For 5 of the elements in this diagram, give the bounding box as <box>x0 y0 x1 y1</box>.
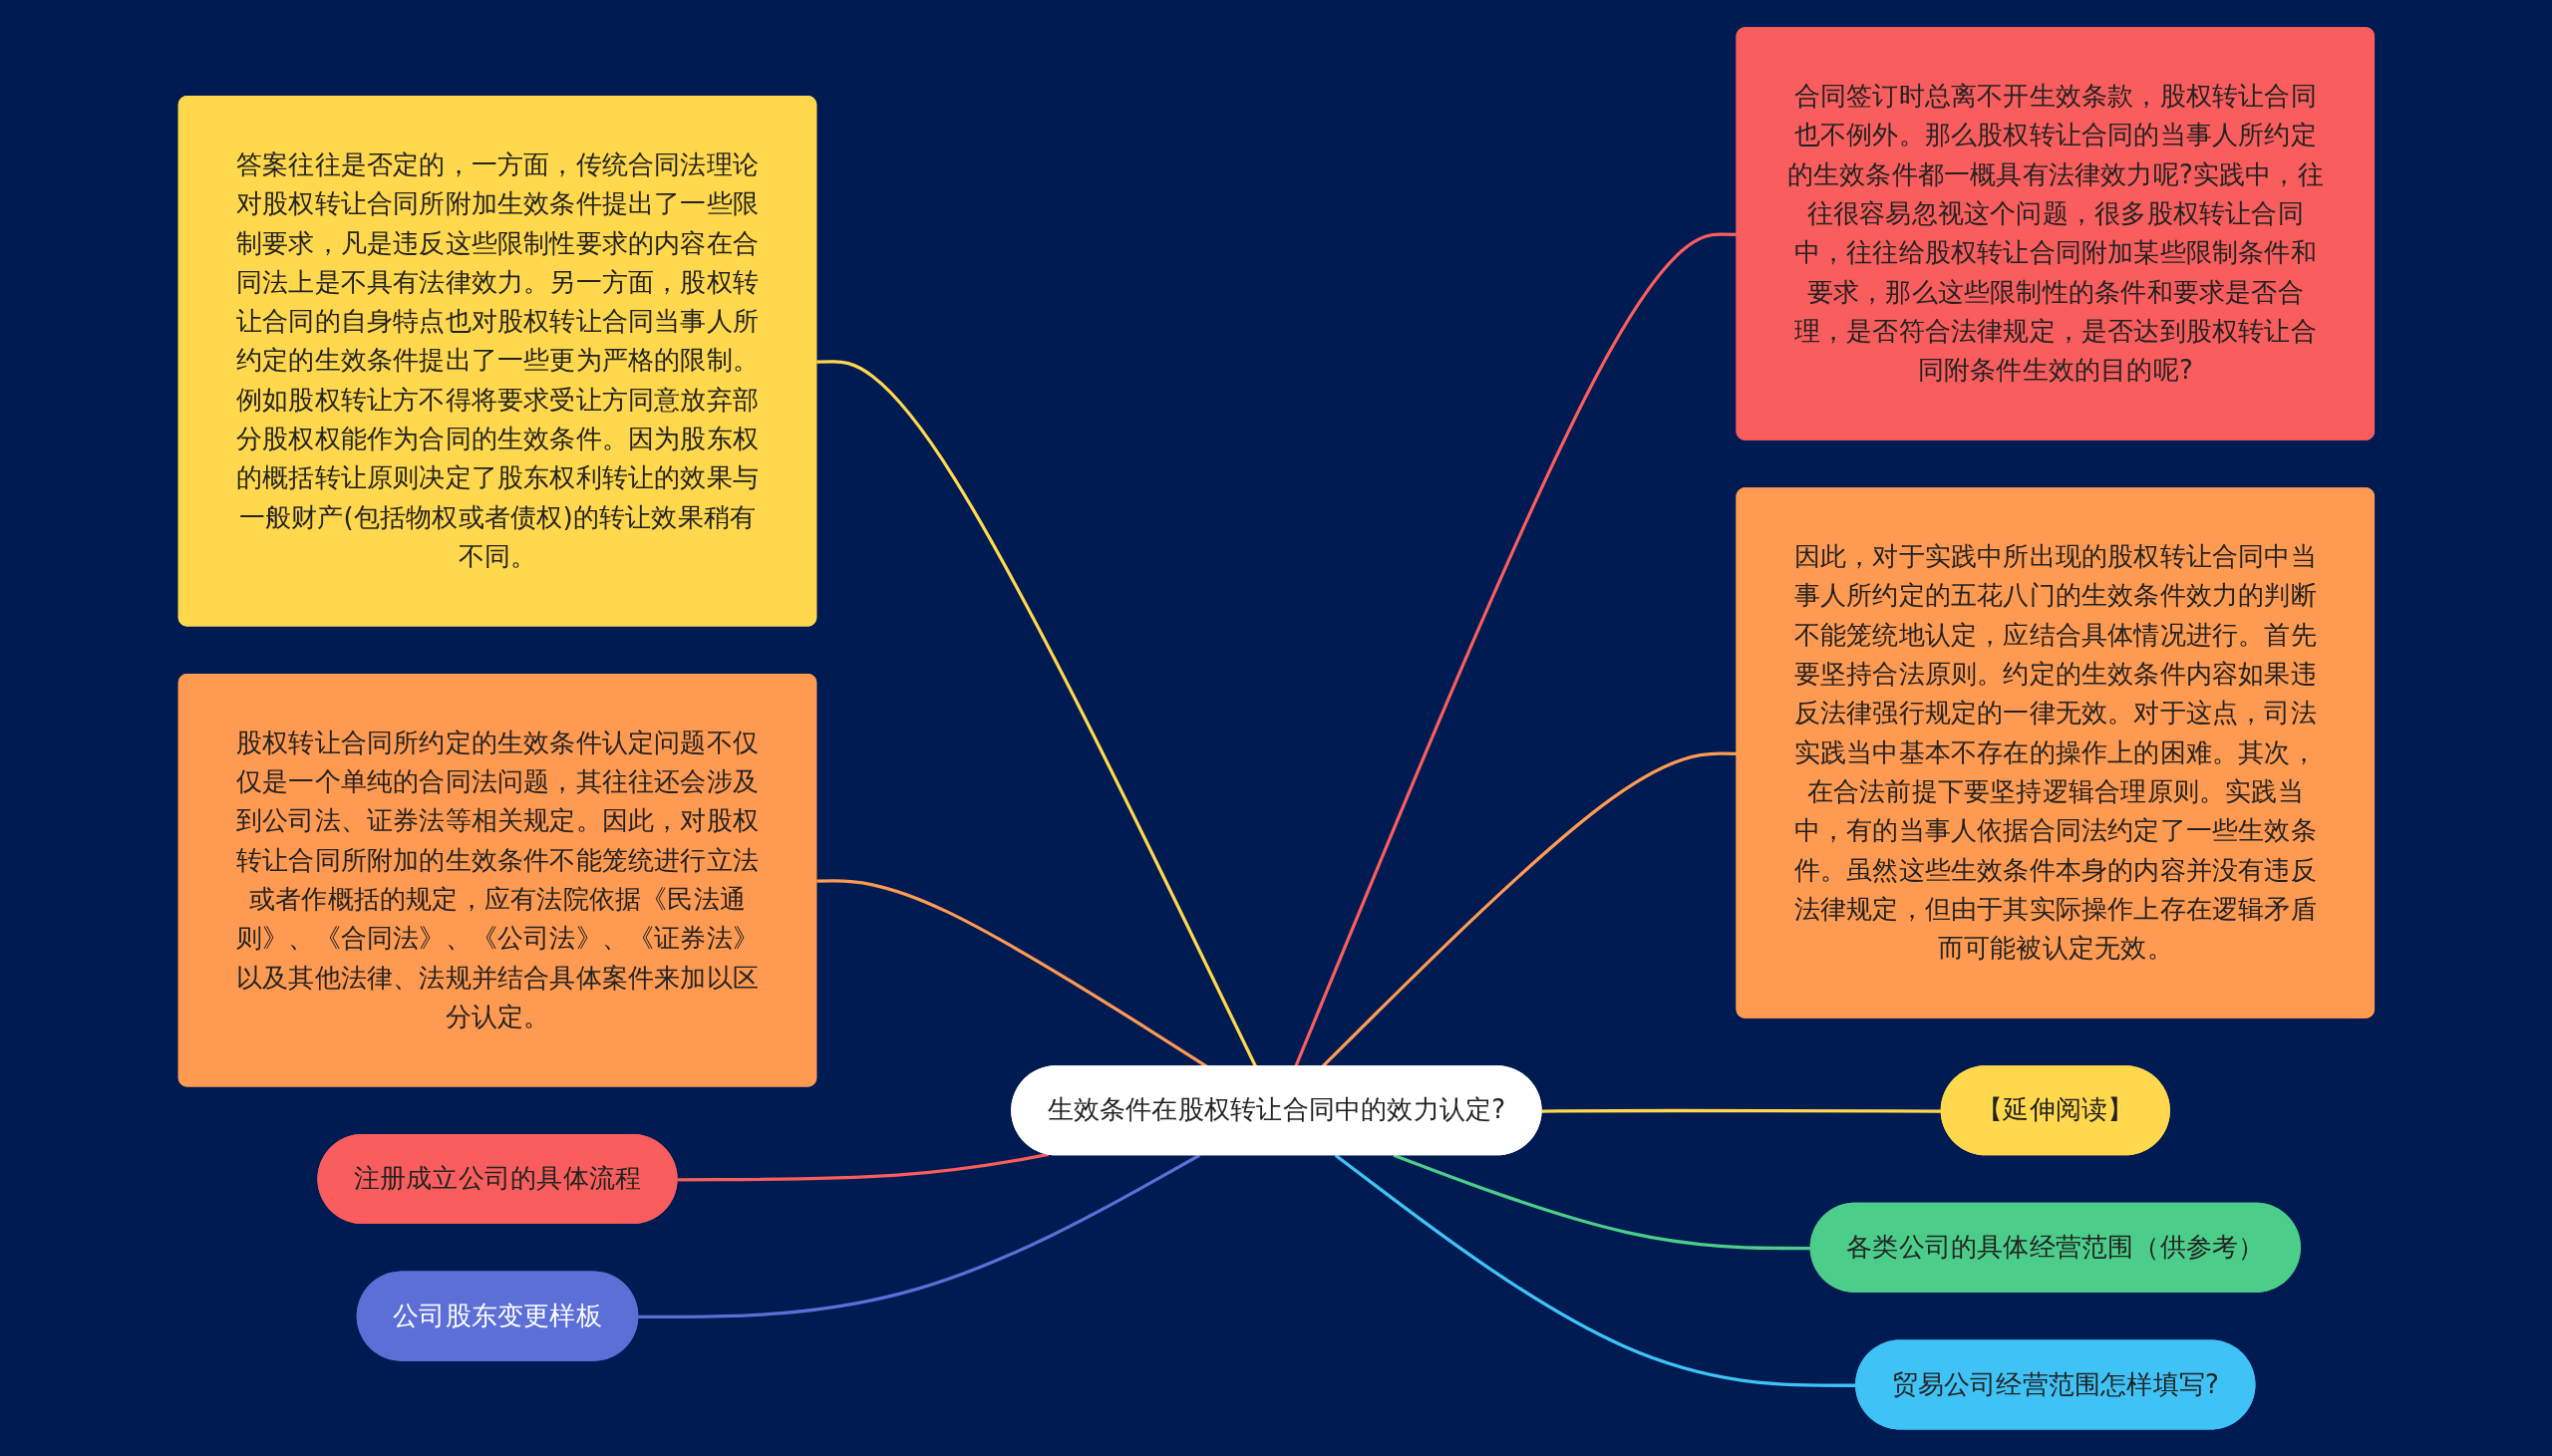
connector <box>1334 1153 1857 1387</box>
connector <box>1541 1108 1942 1113</box>
connector <box>677 1152 1049 1182</box>
connector <box>637 1153 1200 1318</box>
connector <box>1393 1153 1811 1250</box>
